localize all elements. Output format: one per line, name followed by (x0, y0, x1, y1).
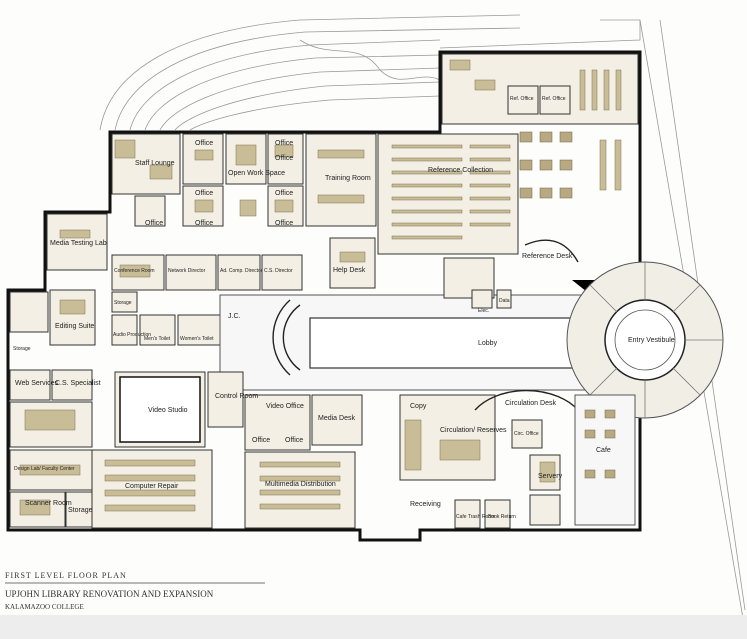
room-staff-lounge: Staff Lounge (135, 160, 175, 167)
room-circulation-desk: Circulation Desk (505, 400, 556, 407)
lobby-floor (219, 257, 635, 391)
room-office: Office (195, 220, 213, 227)
room-cs-specialist: C.S. Specialist (55, 380, 101, 387)
room-audio-production: Audio Production (113, 332, 151, 338)
plan-subtitle: KALAMAZOO COLLEGE (5, 603, 84, 611)
room-office: Office (285, 437, 303, 444)
lower-left-wing (9, 369, 363, 529)
room-jc: J.C. (228, 313, 241, 320)
room-conference-room: Conference Room (114, 268, 155, 274)
room-reference-collection: Reference Collection (428, 167, 493, 174)
room-ref-office: Ref. Office (510, 96, 534, 102)
room-office: Office (275, 140, 293, 147)
room-servery: Servery (538, 473, 563, 480)
room-womens-toilet: Women's Toilet (180, 336, 214, 342)
room-copy: Copy (410, 403, 427, 410)
room-reference-desk: Reference Desk (522, 253, 573, 260)
reading-area (441, 53, 639, 263)
room-training-room: Training Room (325, 175, 371, 182)
office-wing (111, 133, 377, 227)
room-office: Office (252, 437, 270, 444)
room-elec: Elec. (478, 308, 489, 314)
room-design-lab: Design Lab/ Faculty Center (14, 466, 75, 472)
room-office: Office (275, 155, 293, 162)
room-editing-suite: Editing Suite (55, 323, 94, 330)
room-office: Office (275, 190, 293, 197)
media-wing (9, 213, 376, 346)
site-landscape-lines (99, 14, 746, 631)
room-circ-office: Circ. Office (514, 431, 539, 437)
room-control-room: Control Room (215, 393, 258, 400)
room-scanner-room: Scanner Room (25, 500, 72, 507)
room-labels: Staff Lounge Office Office Open Work Spa… (13, 96, 675, 520)
room-book-return: Book Return (488, 514, 516, 520)
room-receiving: Receiving (410, 501, 441, 508)
title-block: FIRST LEVEL FLOOR PLAN UPJOHN LIBRARY RE… (0, 571, 747, 639)
room-storage: Storage (114, 300, 132, 306)
room-lobby: Lobby (478, 340, 498, 347)
room-office: Office (145, 220, 163, 227)
reference-stacks (377, 133, 519, 255)
room-video-office: Video Office (266, 403, 304, 410)
room-entry-vestibule: Entry Vestibule (628, 337, 675, 344)
room-office: Office (195, 140, 213, 147)
room-media-desk: Media Desk (318, 415, 355, 422)
room-media-testing-lab: Media Testing Lab (50, 240, 107, 247)
entry-rotunda (566, 261, 724, 419)
room-cafe-trash-room: Cafe Trash Room (456, 514, 495, 520)
room-cafe: Cafe (596, 447, 611, 454)
room-video-studio: Video Studio (148, 407, 188, 414)
room-help-desk: Help Desk (333, 267, 366, 274)
room-network-director: Network Director (168, 268, 206, 274)
room-storage: Storage (68, 507, 93, 514)
room-ad-comp-director: Ad. Comp. Director (220, 268, 263, 274)
plan-title: UPJOHN LIBRARY RENOVATION AND EXPANSION (5, 589, 214, 599)
room-cs-director: C.S. Director (264, 268, 293, 274)
room-circulation-reserves: Circulation/ Reserves (440, 427, 507, 434)
room-mens-toilet: Men's Toilet (144, 336, 171, 342)
room-office: Office (195, 190, 213, 197)
room-open-work-space: Open Work Space (228, 170, 285, 177)
room-ref-office: Ref. Office (542, 96, 566, 102)
building-outline (6, 50, 642, 542)
room-web-services: Web Services (15, 380, 59, 387)
room-office: Office (275, 220, 293, 227)
room-multimedia-distribution: Multimedia Distribution (265, 481, 336, 488)
room-computer-repair: Computer Repair (125, 483, 179, 490)
room-storage: Storage (13, 346, 31, 352)
plan-heading: FIRST LEVEL FLOOR PLAN (5, 571, 127, 580)
lower-right-wing (399, 389, 636, 529)
room-data: Data (499, 298, 510, 304)
